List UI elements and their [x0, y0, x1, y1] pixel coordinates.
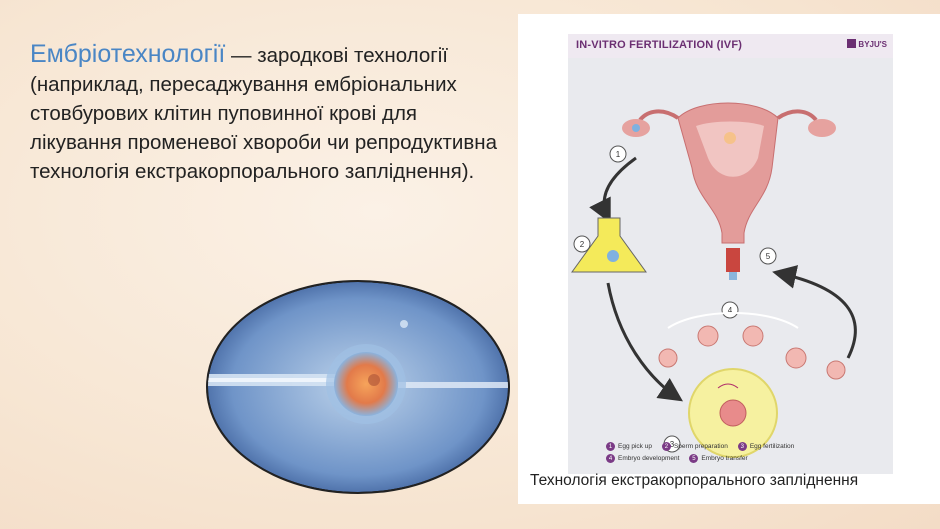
- step-5-number: 5: [766, 252, 771, 261]
- step-1-number: 1: [616, 150, 621, 159]
- catheter-icon: [726, 248, 740, 272]
- embryo-stages-icon: [659, 326, 845, 379]
- arrow-2-to-3: [608, 283, 678, 398]
- brand-logo: BYJU'S: [847, 39, 887, 49]
- arrow-1-to-2: [604, 158, 636, 218]
- definition-text: Ембріотехнології — зародкові технології …: [30, 40, 500, 186]
- ivf-figure-card: IN-VITRO FERTILIZATION (IVF) BYJU'S: [518, 14, 940, 504]
- figure-caption: Технологія екстракорпорального запліднен…: [530, 472, 858, 490]
- diagram-title: IN-VITRO FERTILIZATION (IVF): [576, 39, 742, 51]
- ivf-diagram: IN-VITRO FERTILIZATION (IVF) BYJU'S: [568, 34, 893, 474]
- step-2-number: 2: [580, 240, 585, 249]
- term-highlight: Ембріотехнології: [30, 40, 225, 68]
- ivf-steps-illustration: 1 2 5 4: [568, 58, 893, 474]
- icsi-microscopy-illustration: [208, 282, 508, 492]
- microscope-image: [208, 282, 508, 492]
- diagram-header: IN-VITRO FERTILIZATION (IVF) BYJU'S: [568, 34, 893, 58]
- arrow-4-to-5: [778, 273, 855, 358]
- uterus-icon: [622, 103, 836, 243]
- brand-logo-icon: [847, 39, 856, 48]
